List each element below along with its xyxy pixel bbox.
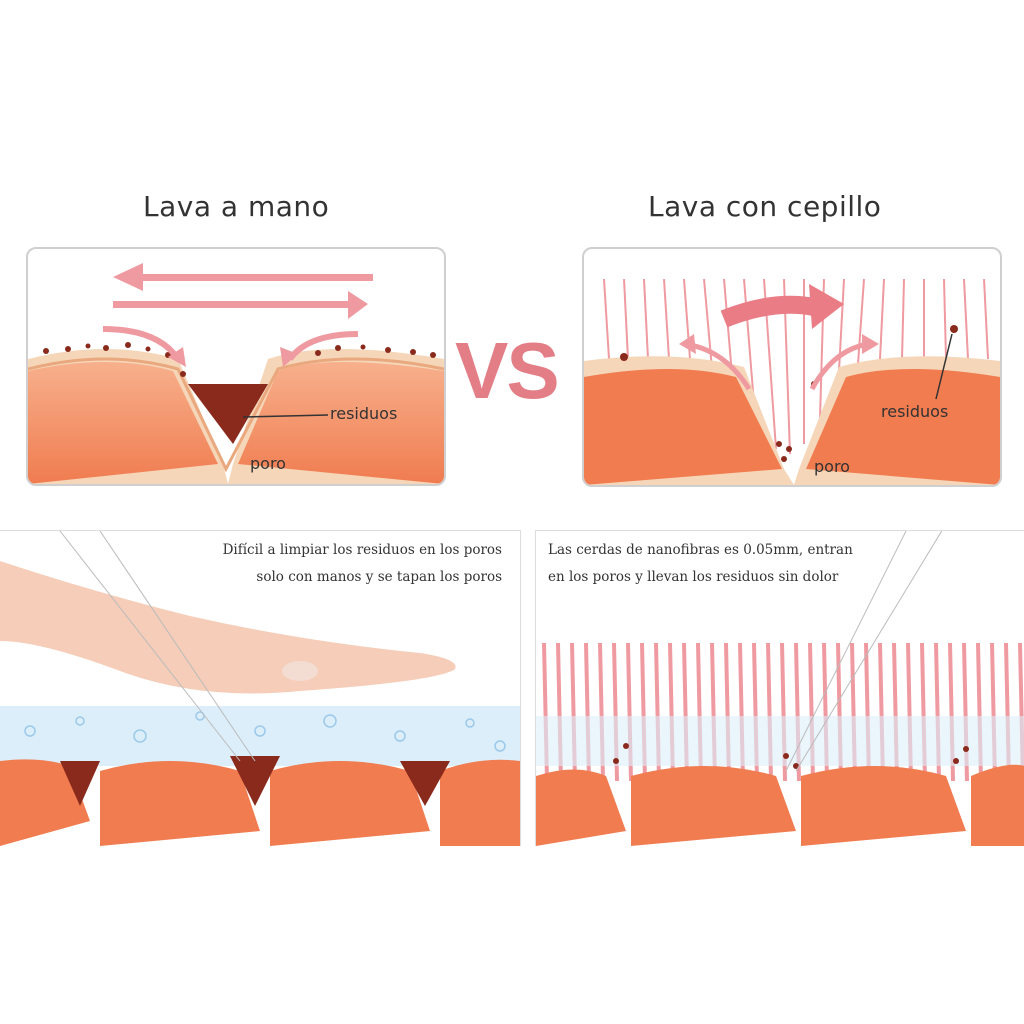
hand-wash-closeup: residuos poro xyxy=(26,247,446,486)
hand-wash-illustration xyxy=(28,263,444,484)
caption-line: Las cerdas de nanofibras es 0.05mm, entr… xyxy=(548,542,853,558)
pore-label: poro xyxy=(250,454,286,473)
brush-wash-caption: Las cerdas de nanofibras es 0.05mm, entr… xyxy=(548,537,853,591)
bristles xyxy=(603,278,989,455)
hand-image xyxy=(0,561,456,694)
brush-wash-closeup: residuos poro xyxy=(582,247,1002,487)
hand-wash-caption: Difícil a limpiar los residuos en los po… xyxy=(223,537,502,591)
residue-label: residuos xyxy=(881,402,949,421)
direction-arrow-icon xyxy=(809,284,844,329)
vs-label: VS xyxy=(455,326,560,415)
hand-wash-panel: Difícil a limpiar los residuos en los po… xyxy=(0,530,521,846)
right-title: Lava con cepillo xyxy=(648,190,882,223)
left-title: Lava a mano xyxy=(143,190,330,223)
brush-wash-skin-illustration xyxy=(536,531,1024,846)
motion-arrows-icon xyxy=(113,263,373,319)
residue-clump xyxy=(188,384,268,444)
residue-label: residuos xyxy=(330,404,398,423)
brush-wash-panel: Las cerdas de nanofibras es 0.05mm, entr… xyxy=(535,530,1024,846)
caption-line: solo con manos y se tapan los poros xyxy=(256,569,502,585)
caption-line: Difícil a limpiar los residuos en los po… xyxy=(222,542,502,558)
pore-label: poro xyxy=(814,457,850,476)
caption-line: en los poros y llevan los residuos sin d… xyxy=(548,569,839,585)
hand-wash-skin-illustration xyxy=(0,531,520,846)
brush-wash-illustration xyxy=(584,278,1000,485)
